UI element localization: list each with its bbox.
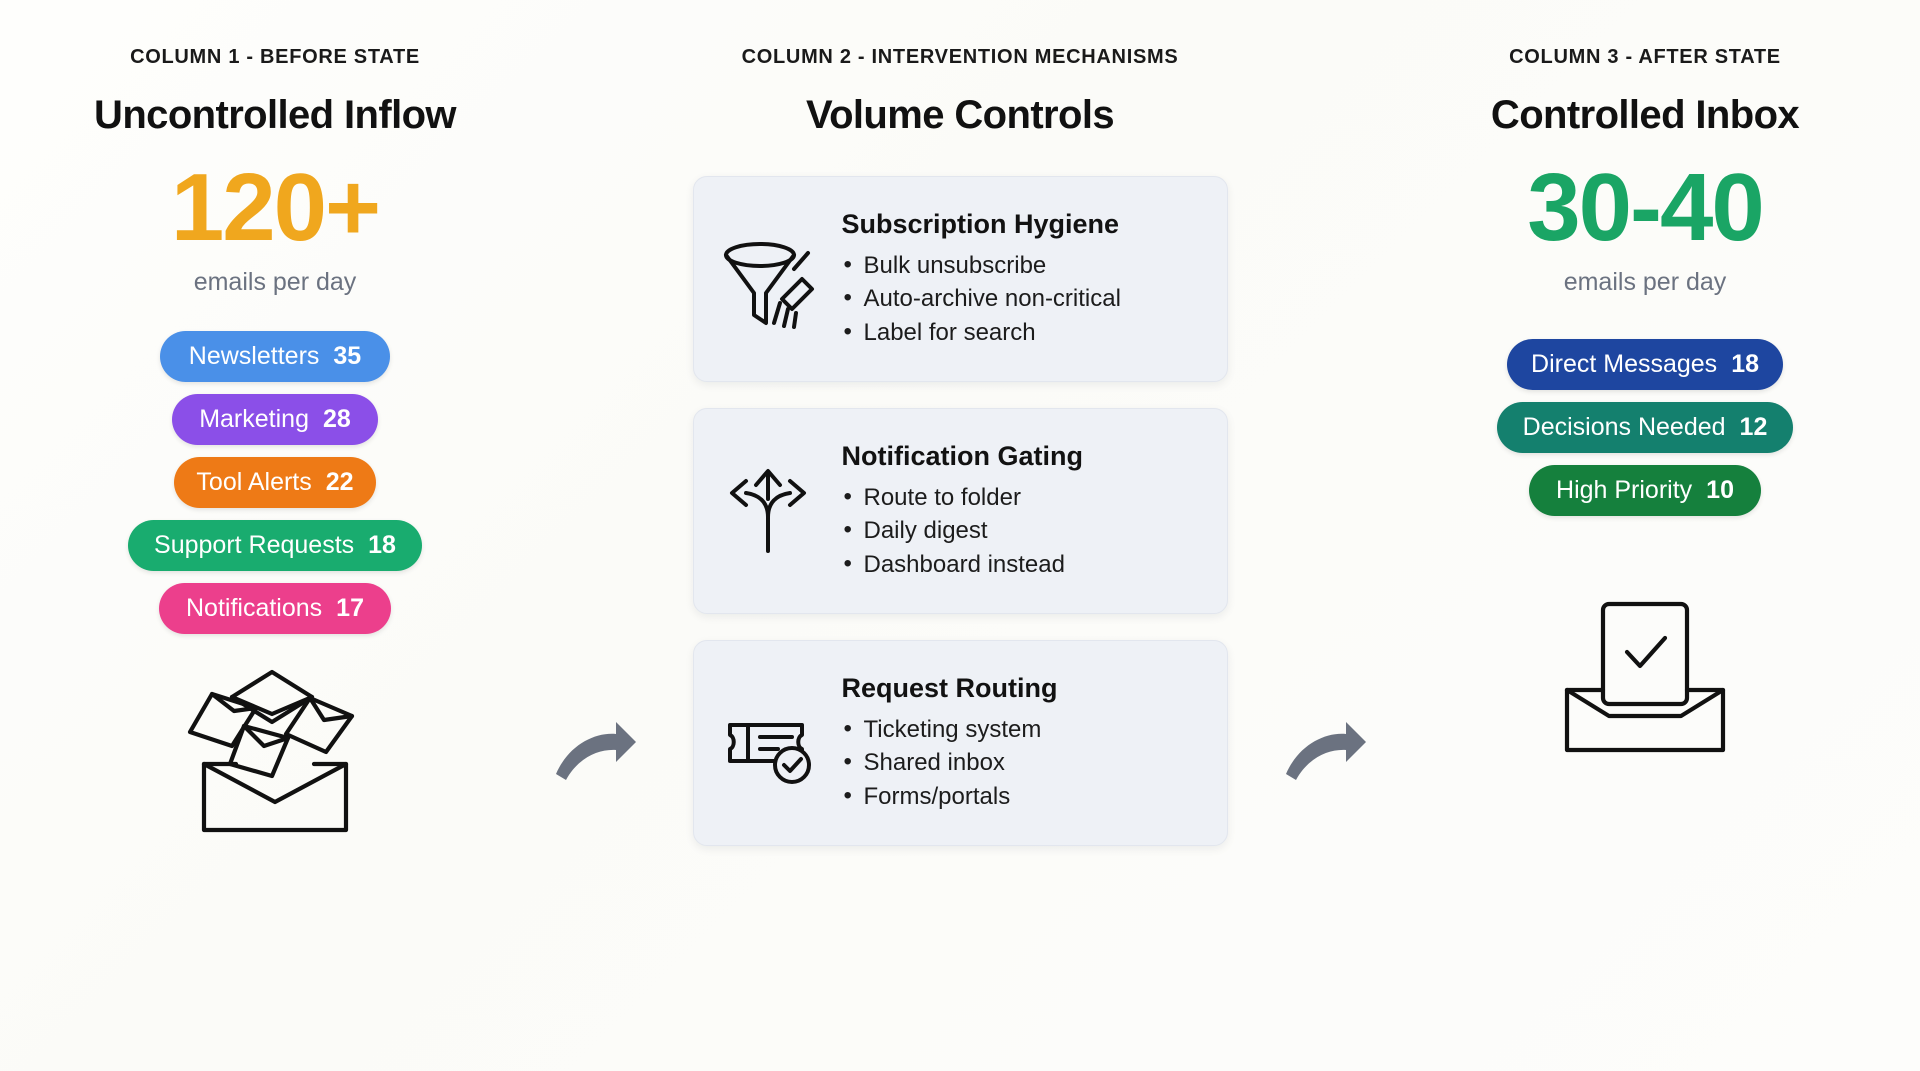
category-pill-label: High Priority (1556, 476, 1693, 504)
mechanism-card-item: Label for search (842, 315, 1205, 349)
column-intervention-mechanisms: COLUMN 2 - INTERVENTION MECHANISMS Volum… (680, 46, 1240, 846)
column-2-title: Volume Controls (805, 93, 1115, 137)
category-pill-label: Notifications (186, 594, 323, 622)
column-3-metric-unit: emails per day (1563, 268, 1727, 296)
category-pill[interactable]: High Priority 10 (1529, 465, 1761, 516)
category-pill-value: 17 (336, 594, 364, 622)
column-after-state: COLUMN 3 - AFTER STATE Controlled Inbox … (1410, 46, 1880, 764)
category-pill-label: Marketing (199, 405, 309, 433)
connector-arrow-2 (1277, 720, 1373, 788)
mechanism-card-item: Shared inbox (842, 745, 1205, 779)
category-pill[interactable]: Direct Messages 18 (1507, 339, 1783, 390)
category-pill-value: 10 (1706, 476, 1734, 504)
mechanism-card-item: Forms/portals (842, 779, 1205, 813)
mechanism-card-list: Subscription Hygiene Bulk unsubscribe Au… (692, 176, 1228, 846)
mechanism-card-title: Request Routing (841, 673, 1058, 704)
category-pill[interactable]: Tool Alerts 22 (174, 457, 376, 508)
mechanism-card-title: Subscription Hygiene (841, 209, 1120, 240)
category-pill-label: Newsletters (188, 342, 320, 370)
ticket-check-icon (714, 691, 822, 795)
category-pill-value: 22 (325, 468, 354, 496)
category-pill-value: 28 (322, 405, 351, 433)
mechanism-card-body: Subscription Hygiene Bulk unsubscribe Au… (842, 209, 1205, 348)
mechanism-card[interactable]: Request Routing Ticketing system Shared … (692, 640, 1228, 846)
mechanism-card-body: Request Routing Ticketing system Shared … (842, 673, 1205, 812)
category-pill[interactable]: Newsletters 35 (160, 331, 390, 382)
mechanism-card-items: Route to folder Daily digest Dashboard i… (842, 480, 1205, 581)
mechanism-card-item: Dashboard instead (842, 547, 1205, 581)
mechanism-card-item: Auto-archive non-critical (842, 281, 1205, 315)
category-pill-label: Tool Alerts (196, 468, 312, 496)
mechanism-card[interactable]: Notification Gating Route to folder Dail… (692, 408, 1228, 614)
mechanism-card-body: Notification Gating Route to folder Dail… (842, 441, 1205, 580)
mechanism-card[interactable]: Subscription Hygiene Bulk unsubscribe Au… (692, 176, 1228, 382)
column-1-title: Uncontrolled Inflow (94, 93, 457, 137)
funnel-broom-icon (714, 227, 822, 331)
category-pill-value: 35 (333, 342, 362, 370)
column-3-kicker: COLUMN 3 - AFTER STATE (1509, 46, 1781, 68)
category-pill[interactable]: Support Requests 18 (128, 520, 422, 571)
mechanism-card-item: Daily digest (842, 513, 1205, 547)
category-pill-label: Support Requests (154, 531, 355, 559)
mechanism-card-items: Ticketing system Shared inbox Forms/port… (842, 712, 1205, 813)
category-pill[interactable]: Marketing 28 (172, 394, 378, 445)
category-pill-label: Decisions Needed (1522, 413, 1726, 441)
column-1-metric: 120+ (170, 154, 381, 261)
connector-arrow-1 (547, 720, 643, 788)
column-2-kicker: COLUMN 2 - INTERVENTION MECHANISMS (741, 46, 1179, 68)
category-pill-label: Direct Messages (1531, 350, 1718, 378)
mechanism-card-items: Bulk unsubscribe Auto-archive non-critic… (842, 248, 1205, 349)
column-before-state: COLUMN 1 - BEFORE STATE Uncontrolled Inf… (40, 46, 510, 839)
column-1-kicker: COLUMN 1 - BEFORE STATE (130, 46, 420, 68)
organized-inbox-check-icon (1410, 594, 1880, 764)
column-3-title: Controlled Inbox (1490, 93, 1800, 137)
column-3-metric: 30-40 (1527, 154, 1765, 261)
column-1-metric-unit: emails per day (193, 268, 357, 296)
mechanism-card-item: Bulk unsubscribe (842, 248, 1205, 282)
messy-envelopes-inbox-icon (40, 664, 510, 839)
mechanism-card-item: Route to folder (842, 480, 1205, 514)
mechanism-card-title: Notification Gating (841, 441, 1083, 472)
category-pill[interactable]: Decisions Needed 12 (1497, 402, 1793, 453)
category-pill-value: 12 (1739, 413, 1768, 441)
category-pill[interactable]: Notifications 17 (159, 583, 391, 634)
category-pill-value: 18 (1731, 350, 1759, 378)
mechanism-card-item: Ticketing system (842, 712, 1205, 746)
category-pill-value: 18 (368, 531, 396, 559)
branching-arrows-icon (714, 459, 822, 563)
